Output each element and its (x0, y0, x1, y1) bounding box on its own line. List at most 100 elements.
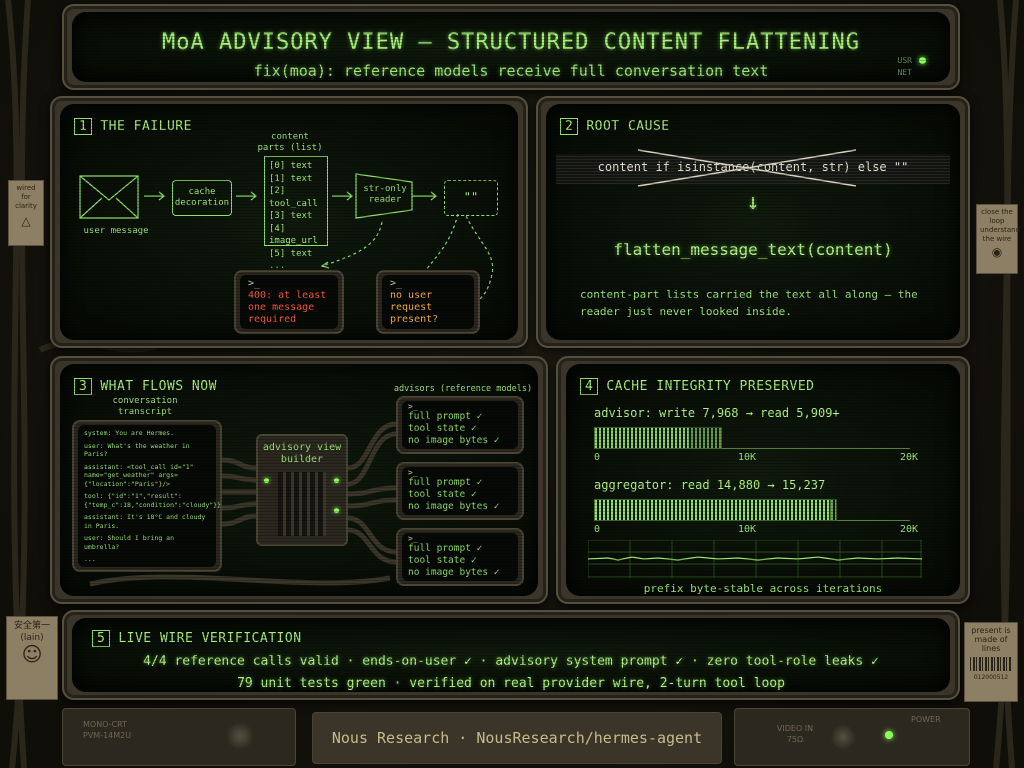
status-led-icon (334, 508, 339, 513)
barcode-icon (970, 657, 1012, 671)
axis-tick: 10K (738, 452, 757, 463)
present-tag-text: present is made of lines (971, 626, 1011, 653)
part-item: [1] text (269, 173, 313, 184)
usr-led-icon (919, 57, 926, 64)
footer-right-plate: VIDEO IN 75Ω POWER (734, 708, 970, 766)
transcript-label: conversation transcript (112, 396, 178, 417)
cache-footer: prefix byte-stable across iterations (643, 582, 883, 595)
panel-title: WHAT FLOWS NOW (100, 379, 217, 394)
panel-title: CACHE INTEGRITY PRESERVED (606, 379, 815, 394)
axis-tick: 20K (900, 524, 919, 535)
eye-icon: ◉ (991, 245, 1003, 259)
panel-number: 2 (560, 118, 579, 135)
advisors-label: advisors (reference models) (393, 384, 533, 394)
knob-icon (227, 723, 253, 749)
led-net-label: NET (897, 68, 912, 77)
part-item: [3] text (269, 211, 313, 221)
warning-terminal: >_ no user request present? (376, 270, 480, 334)
power-label: POWER (911, 715, 941, 724)
warning-message: no user request present? (390, 290, 439, 325)
panel-failure: 1 THE FAILURE user message (50, 96, 528, 348)
safety-tag-text: 安全第一 (lain) (13, 621, 50, 643)
part-item: [5] text (269, 248, 313, 259)
down-arrow-icon: ↓ (746, 190, 760, 215)
power-led-icon (885, 731, 893, 739)
advisory-view-builder: advisory view builder (256, 434, 348, 546)
panel-failure-heading: 1 THE FAILURE (74, 118, 192, 135)
warning-triangle-icon: △ (21, 214, 31, 228)
advisor-write-bar (594, 427, 722, 449)
terminal-prompt: >_ (408, 402, 418, 411)
builder-label: advisory view builder (262, 442, 342, 465)
close-loop-tag: close the loop understand the wire ◉ (976, 204, 1021, 274)
part-item: [2] tool_call (269, 186, 318, 209)
advisor-cache-line: advisor: write 7,968 → read 5,909+ (594, 406, 840, 420)
panel-title: LIVE WIRE VERIFICATION (118, 631, 302, 646)
advisor-check: no image bytes ✓ (408, 501, 500, 512)
status-led-icon (334, 478, 339, 483)
led-usr-label: USR (897, 56, 912, 65)
aggregator-bar-track (594, 498, 910, 521)
error-terminal: >_ 400: at least one message required (234, 270, 344, 334)
strike-cross-icon (637, 149, 857, 187)
advisor-bar-track (594, 426, 910, 449)
wired-tag-text: wired for clarity (15, 184, 37, 210)
panel-cache-integrity: 4 CACHE INTEGRITY PRESERVED advisor: writ… (556, 356, 970, 604)
envelope-icon (79, 175, 139, 219)
axis-tick: 0 (594, 524, 601, 535)
root-cause-note: content-part lists carried the text all … (580, 288, 918, 318)
advisor-terminal: >_ full prompt ✓ tool state ✓ no image b… (396, 528, 524, 586)
axis-tick: 20K (900, 452, 919, 463)
page-title: MoA ADVISORY VIEW — STRUCTURED CONTENT F… (161, 30, 860, 55)
advisor-terminal: >_ full prompt ✓ tool state ✓ no image b… (396, 462, 524, 520)
axis-tick: 10K (738, 524, 757, 535)
page-subtitle: fix(moa): reference models receive full … (253, 62, 769, 80)
advisor-check: no image bytes ✓ (408, 567, 500, 578)
advisor-check: no image bytes ✓ (408, 435, 500, 446)
credit-text: Nous Research · NousResearch/hermes-agen… (331, 729, 703, 747)
terminal-prompt: >_ (390, 278, 403, 289)
advisor-screen: >_ full prompt ✓ tool state ✓ no image b… (402, 467, 518, 515)
reader-trapezoid (355, 173, 413, 219)
panel-number: 1 (74, 118, 93, 135)
present-tag: present is made of lines 012000512 (964, 622, 1018, 702)
cache-decoration-box: cache decoration (172, 180, 232, 216)
panel-cache-integrity-heading: 4 CACHE INTEGRITY PRESERVED (580, 378, 815, 395)
failure-flow-diagram (79, 173, 494, 305)
content-parts-label: content parts (list) (257, 132, 323, 153)
header-screen: MoA ADVISORY VIEW — STRUCTURED CONTENT F… (72, 12, 950, 82)
verification-line-2: 79 unit tests green · verified on real p… (237, 676, 785, 691)
user-message-label: user message (83, 226, 149, 236)
bnc-connector-icon (831, 725, 855, 749)
advisor-screen: >_ full prompt ✓ tool state ✓ no image b… (402, 533, 518, 581)
terminal-prompt: >_ (408, 534, 418, 543)
panel-title: ROOT CAUSE (586, 119, 670, 134)
str-only-reader-label: str-only reader (363, 184, 407, 205)
safety-tag: 安全第一 (lain) ☺ (6, 616, 58, 700)
transcript-screen: system: You are Hermes. user: What's the… (78, 425, 221, 567)
advisor-check: tool state ✓ (408, 423, 477, 434)
advisor-screen: >_ full prompt ✓ tool state ✓ no image b… (402, 401, 518, 449)
transcript-line: assistant: It's 18°C and cloudy in Paris… (84, 513, 206, 530)
aggregator-cache-line: aggregator: read 14,880 → 15,237 (594, 478, 826, 492)
character-portrait-icon: ☺ (21, 642, 43, 666)
warning-terminal-screen: >_ no user request present? (382, 275, 474, 329)
model-plate-label: MONO-CRT PVM-14M2U (83, 720, 132, 740)
part-item: [0] text (269, 161, 313, 171)
transcript-terminal: system: You are Hermes. user: What's the… (72, 420, 222, 572)
video-in-label: VIDEO IN 75Ω (776, 724, 814, 744)
panel-title: THE FAILURE (100, 119, 192, 134)
advisor-check: full prompt ✓ (408, 477, 483, 488)
panel-number: 4 (580, 378, 599, 395)
transcript-line: ... (84, 555, 96, 563)
close-loop-tag-text: close the loop understand the wire (980, 208, 1021, 243)
content-parts-list: [0] text [1] text [2] tool_call [3] text… (264, 156, 328, 271)
